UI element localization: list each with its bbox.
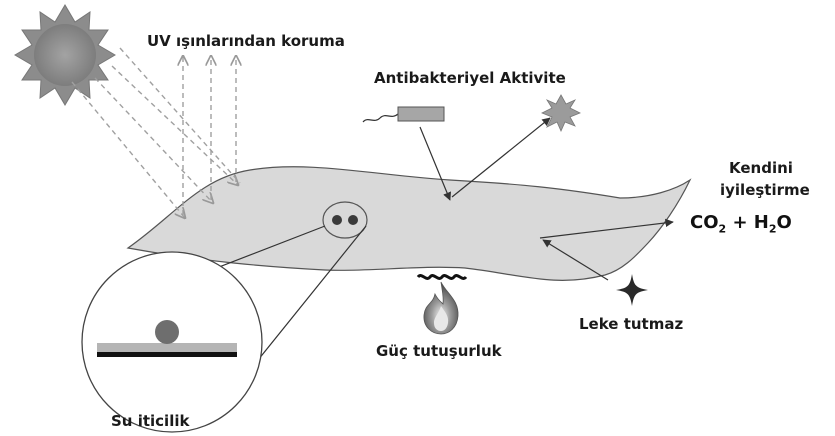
co2-h2o-formula: CO2 + H2O (690, 212, 792, 236)
self-healing-label-line2: iyileştirme (720, 182, 810, 199)
stain-resistant-label: Leke tutmaz (579, 316, 683, 333)
burst-icon (542, 95, 580, 131)
surface-layer-dark (97, 352, 237, 357)
surface-layer-light (97, 343, 237, 352)
flame-retardant-label: Güç tutuşurluk (376, 343, 502, 360)
scorch-mark (418, 276, 466, 279)
uv-protection-label: UV ışınlarından koruma (147, 33, 345, 50)
droplet-icon (155, 320, 179, 344)
bacteria-icon (363, 107, 444, 122)
star-icon (616, 274, 648, 306)
water-repellency-label: Su iticilik (111, 413, 189, 430)
sun-icon (15, 5, 115, 105)
antibacterial-label: Antibakteriyel Aktivite (374, 70, 566, 87)
self-healing-label-line1: Kendini (729, 160, 793, 177)
flame-icon (424, 282, 458, 334)
